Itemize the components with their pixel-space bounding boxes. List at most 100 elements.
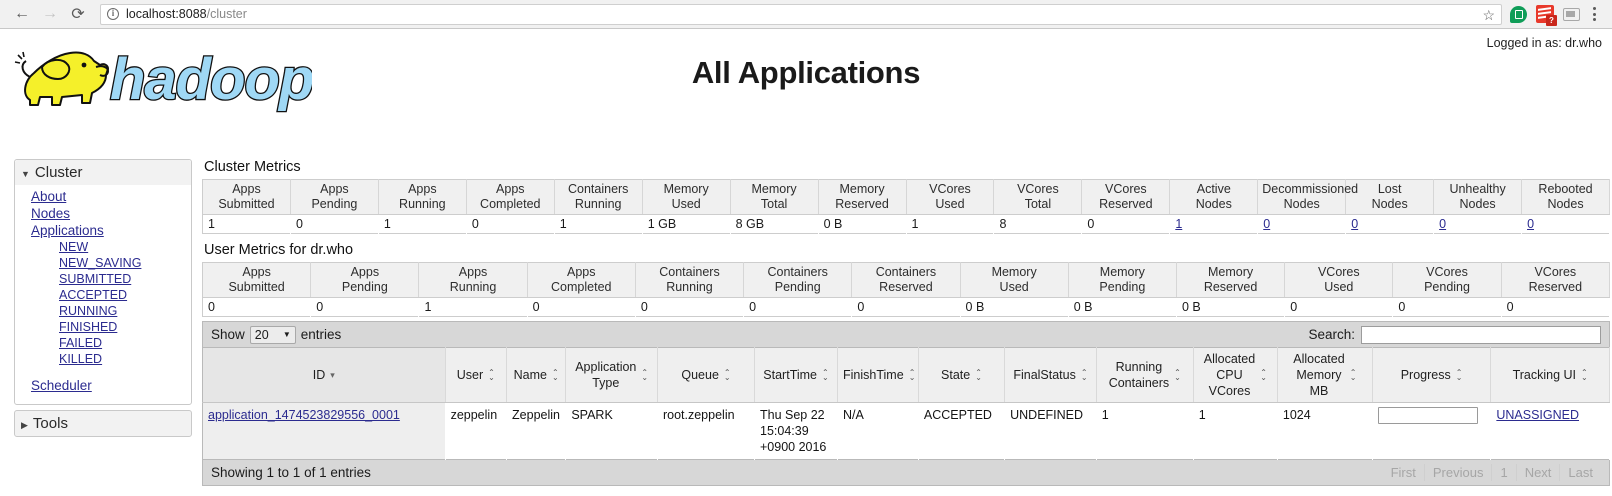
sort-both-icon[interactable] xyxy=(1456,370,1463,380)
back-arrow-icon[interactable]: ← xyxy=(14,5,30,22)
pagination-next[interactable]: Next xyxy=(1517,464,1561,481)
cluster-metric-link[interactable]: 0 xyxy=(1527,217,1535,231)
tools-panel: ▶Tools xyxy=(14,410,192,437)
cluster-metric-value[interactable]: 0 xyxy=(1522,215,1610,234)
cluster-metric-value[interactable]: 0 xyxy=(1258,215,1346,234)
tools-panel-header[interactable]: ▶Tools xyxy=(14,410,192,437)
address-bar[interactable]: i localhost:8088/cluster ☆ xyxy=(100,3,1502,25)
column-label: FinishTime xyxy=(843,368,904,382)
sidebar-item-new-saving[interactable]: NEW_SAVING xyxy=(59,256,142,270)
reload-icon[interactable]: ⟳ xyxy=(71,6,85,23)
pagination-1[interactable]: 1 xyxy=(1492,464,1517,481)
cluster-metric-value[interactable]: 0 xyxy=(1346,215,1434,234)
sort-both-icon[interactable] xyxy=(822,370,829,380)
sidebar-item-applications[interactable]: Applications xyxy=(31,223,104,238)
column-header-starttime[interactable]: StartTime xyxy=(754,347,839,403)
sort-both-icon[interactable] xyxy=(975,370,982,380)
sort-both-icon[interactable] xyxy=(1350,370,1357,380)
sidebar-item-killed[interactable]: KILLED xyxy=(59,352,103,366)
bookmark-star-icon[interactable]: ☆ xyxy=(1482,6,1495,23)
sort-desc-icon[interactable]: ▾ xyxy=(330,370,335,380)
page-length-select[interactable]: 20 ▼ xyxy=(249,325,296,344)
show-label: Show xyxy=(211,327,245,342)
cluster-metric-link[interactable]: 0 xyxy=(1351,217,1359,231)
cluster-metric-link[interactable]: 0 xyxy=(1439,217,1447,231)
tracking-ui-link[interactable]: UNASSIGNED xyxy=(1496,408,1580,422)
sort-both-icon[interactable] xyxy=(1260,370,1267,380)
sort-both-icon[interactable] xyxy=(488,370,495,380)
sidebar-item-finished[interactable]: FINISHED xyxy=(59,320,118,334)
column-header-id[interactable]: ID▾ xyxy=(202,347,446,403)
pagination-last[interactable]: Last xyxy=(1568,465,1593,480)
cluster-metric-value: 0 B xyxy=(823,217,843,231)
sidebar-item-new[interactable]: NEW xyxy=(59,240,89,254)
page-length-control[interactable]: Show 20 ▼ entries xyxy=(211,325,341,344)
sort-both-icon[interactable] xyxy=(1081,370,1088,380)
chrome-menu-icon[interactable] xyxy=(1584,2,1604,26)
extension-icon[interactable]: ? xyxy=(1536,5,1557,26)
sidebar-item-submitted[interactable]: SUBMITTED xyxy=(59,272,132,286)
cast-icon[interactable] xyxy=(1563,7,1580,21)
cluster-metric-value[interactable]: 0 xyxy=(1434,215,1522,234)
sidebar-item-running[interactable]: RUNNING xyxy=(59,304,118,318)
progress-bar xyxy=(1377,407,1478,424)
sort-both-icon[interactable] xyxy=(724,370,731,380)
cluster-metric-value[interactable]: 1 xyxy=(1170,215,1258,234)
cluster-panel: ▼Cluster About Nodes Applications NEW NE… xyxy=(14,159,192,405)
column-label: Name xyxy=(513,368,547,382)
application-id-link[interactable]: application_1474523829556_0001 xyxy=(208,408,400,422)
column-header-progress[interactable]: Progress xyxy=(1372,347,1492,403)
sort-both-icon[interactable] xyxy=(909,370,916,380)
sort-both-icon[interactable] xyxy=(1581,370,1588,380)
chevron-down-icon: ▼ xyxy=(282,330,291,339)
cluster-metric-link[interactable]: 0 xyxy=(1263,217,1271,231)
url-host: localhost:8088 xyxy=(126,7,207,21)
cluster-panel-header[interactable]: ▼Cluster xyxy=(15,160,191,185)
column-label: State xyxy=(941,368,971,382)
sidebar-item-nodes[interactable]: Nodes xyxy=(31,206,71,221)
pagination-previous[interactable]: Previous xyxy=(1425,464,1493,481)
sidebar-item-failed[interactable]: FAILED xyxy=(59,336,103,350)
pagination-first[interactable]: First xyxy=(1383,464,1425,481)
page-title: All Applications xyxy=(691,55,921,90)
user-metric-value: 0 B xyxy=(1073,300,1093,314)
sort-both-icon[interactable] xyxy=(1174,370,1181,380)
kebab-dot xyxy=(1592,7,1596,10)
cell-tracking-ui[interactable]: UNASSIGNED xyxy=(1491,403,1610,460)
column-header-name[interactable]: Name xyxy=(506,347,567,403)
cluster-metric-link[interactable]: 1 xyxy=(1175,217,1183,231)
sidebar-item-scheduler[interactable]: Scheduler xyxy=(31,378,92,393)
hangouts-icon[interactable] xyxy=(1510,5,1527,23)
search-input[interactable] xyxy=(1361,325,1601,344)
column-header-queue[interactable]: Queue xyxy=(657,347,756,403)
column-label: FinalStatus xyxy=(1013,368,1076,382)
sidebar-item-about[interactable]: About xyxy=(31,189,67,204)
sidebar-item-accepted[interactable]: ACCEPTED xyxy=(59,288,128,302)
user-metric-value: 0 xyxy=(640,300,648,314)
cell-application-id[interactable]: application_1474523829556_0001 xyxy=(202,402,446,460)
column-header-user[interactable]: User xyxy=(445,347,508,403)
hadoop-logo[interactable]: hadoop xyxy=(12,37,316,115)
column-header-tracking-ui[interactable]: Tracking UI xyxy=(1490,347,1610,403)
column-header-finishtime[interactable]: FinishTime xyxy=(837,347,919,403)
site-info-icon[interactable]: i xyxy=(107,8,119,20)
column-header-state[interactable]: State xyxy=(918,347,1006,403)
sort-both-icon[interactable] xyxy=(641,370,648,380)
column-header-finalstatus[interactable]: FinalStatus xyxy=(1004,347,1097,403)
search-label: Search: xyxy=(1308,327,1355,342)
sort-both-icon[interactable] xyxy=(552,370,559,380)
user-metric-value: 0 xyxy=(1290,300,1298,314)
